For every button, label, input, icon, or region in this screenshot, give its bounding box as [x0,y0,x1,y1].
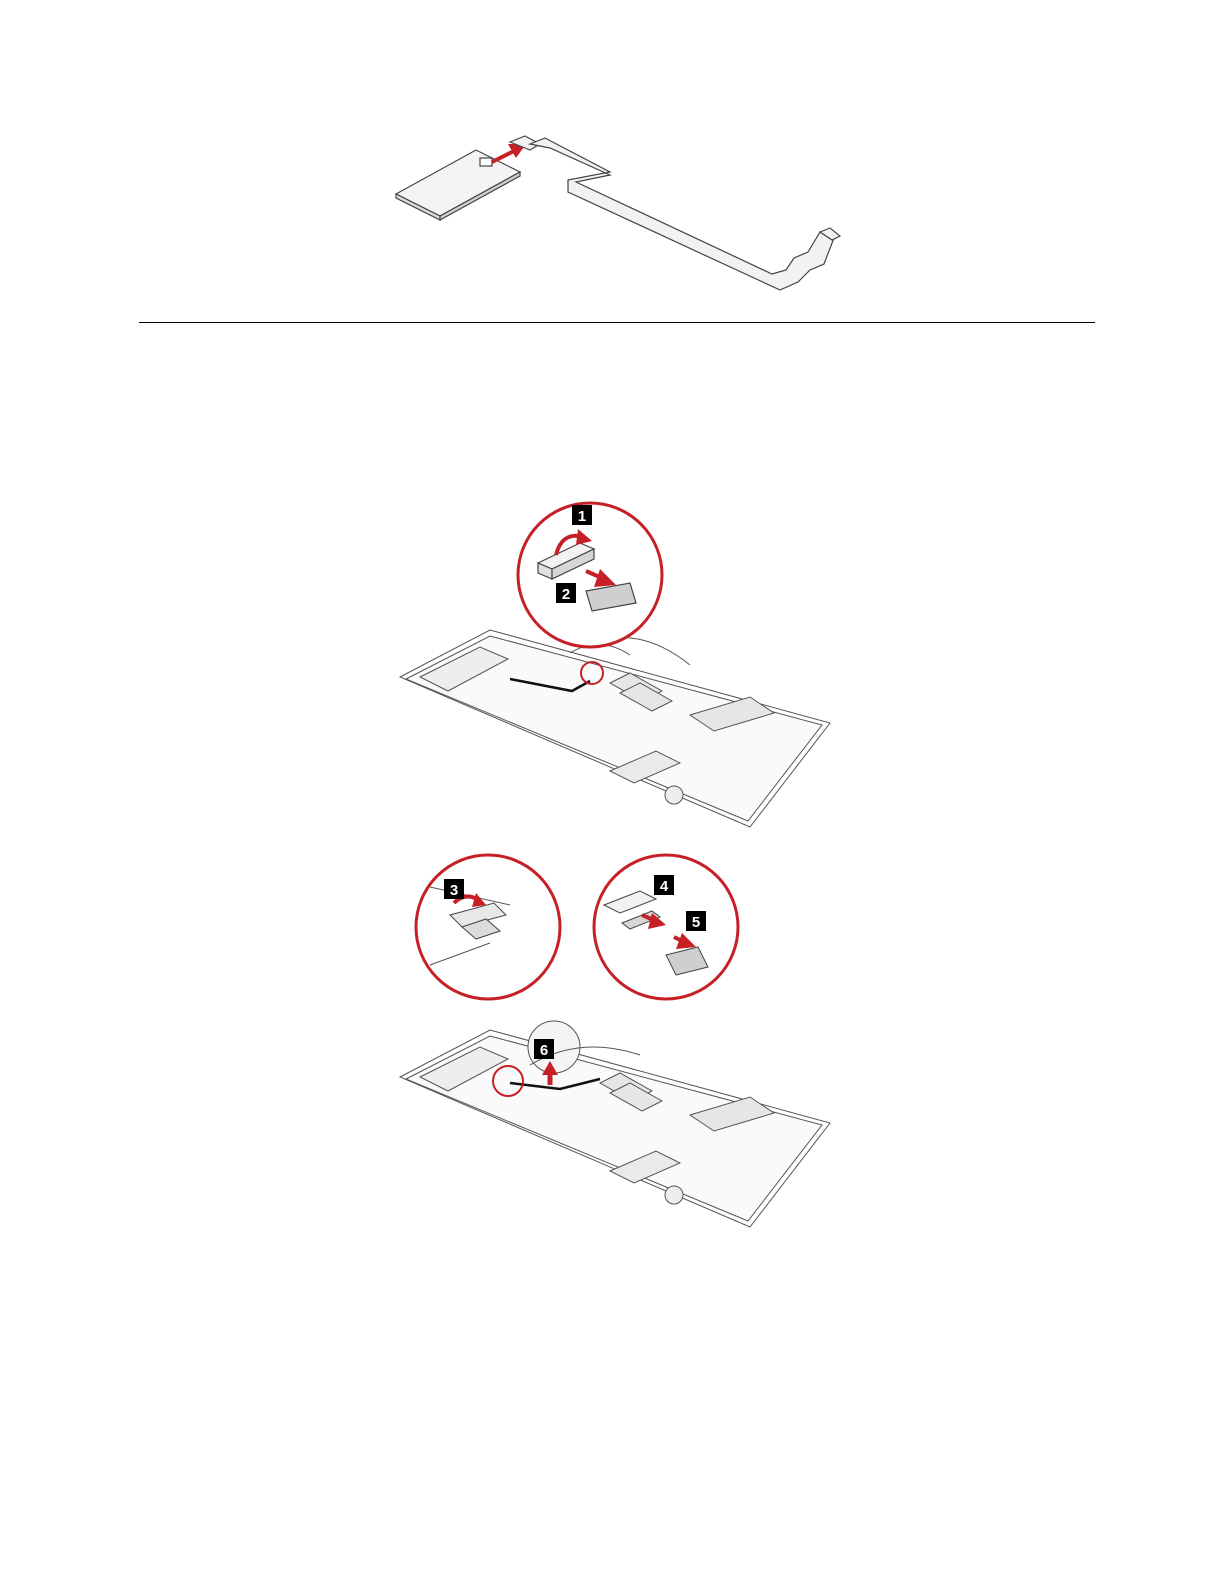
laptop-base-1 [400,630,830,827]
callout-1: 1 [572,505,592,525]
callout-2-label: 2 [562,586,570,603]
callout-6: 6 [534,1039,554,1059]
laptop-base-2 [400,1021,830,1227]
callout-4: 4 [654,875,674,895]
laptop-disassembly-illustration: 1 2 6 3 [390,495,850,1255]
callout-5-label: 5 [692,914,700,931]
card-panel [396,150,520,220]
section-divider [139,322,1095,323]
callout-1-label: 1 [578,508,586,525]
callout-5: 5 [686,911,706,931]
callout-3-label: 3 [450,882,458,899]
callout-2: 2 [556,583,576,603]
callout-3: 3 [444,879,464,899]
callout-6-label: 6 [540,1042,548,1059]
callout-4-label: 4 [660,878,669,895]
cable-card-illustration [380,120,860,305]
magnifier-3 [416,855,560,999]
flex-cable [510,136,840,290]
